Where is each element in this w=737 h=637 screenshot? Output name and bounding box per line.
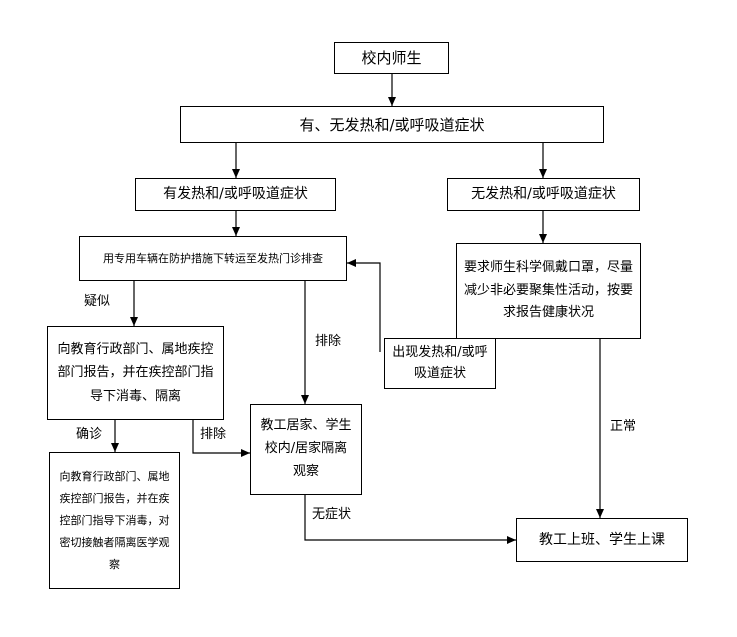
label-excluded-1: 排除 (315, 334, 342, 349)
label-confirmed: 确诊 (76, 427, 103, 442)
node-suspected-report: 向教育行政部门、属地疾控部门报告，并在疾控部门指导下消毒、隔离 (47, 326, 224, 420)
node-confirmed-report: 向教育行政部门、属地疾控部门报告，并在疾控部门指导下消毒，对密切接触者隔离医学观… (49, 452, 180, 589)
node-home-isolation: 教工居家、学生校内/居家隔离观察 (250, 404, 362, 495)
label-fever-appears: 出现发热和/或呼吸道症状 (384, 338, 496, 389)
node-has-symptom: 有发热和/或呼吸道症状 (135, 178, 336, 211)
node-mask-guidance: 要求师生科学佩戴口罩，尽量减少非必要聚集性活动，按要求报告健康状况 (456, 243, 641, 339)
arrow-suspected-to-isolation (192, 420, 250, 457)
label-excluded-2: 排除 (200, 427, 227, 442)
node-normal-class: 教工上班、学生上课 (516, 518, 688, 562)
arrow-feedback-to-transfer (347, 259, 381, 352)
label-no-symptom: 无症状 (312, 507, 352, 522)
arrow-isolation-to-normal (304, 495, 516, 544)
node-symptom-check: 有、无发热和/或呼吸道症状 (180, 106, 604, 143)
node-transfer-clinic: 用专用车辆在防护措施下转运至发热门诊排查 (79, 236, 347, 281)
label-normal: 正常 (610, 419, 637, 434)
node-start: 校内师生 (334, 42, 449, 74)
label-suspected: 疑似 (84, 294, 111, 309)
node-no-symptom: 无发热和/或呼吸道症状 (447, 178, 640, 211)
